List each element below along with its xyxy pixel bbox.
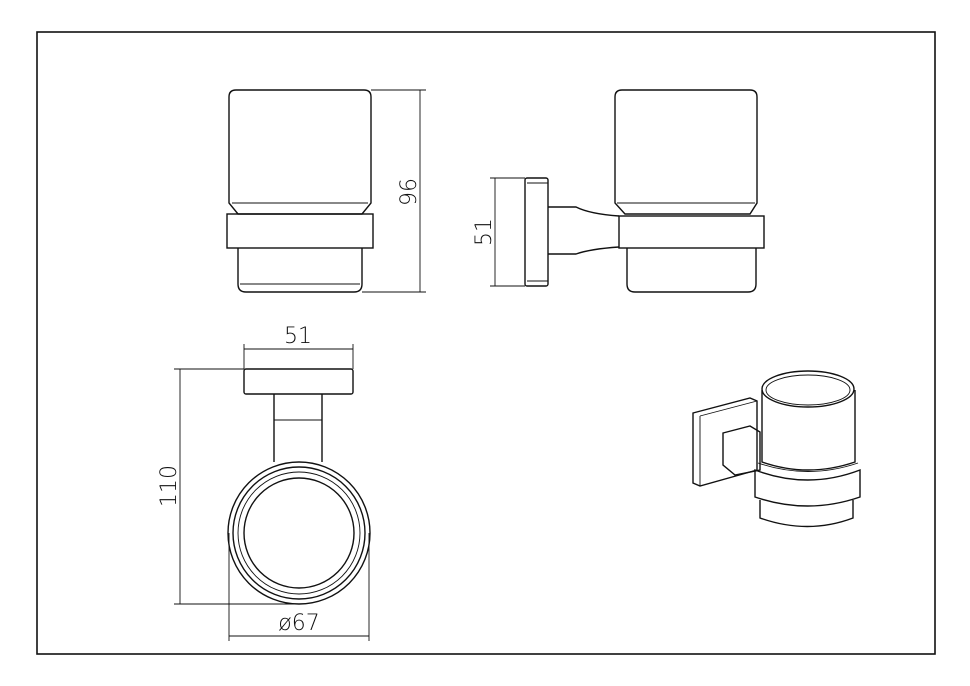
dim-plate-51-side: 51 bbox=[472, 218, 497, 246]
dim-height-96: 96 bbox=[397, 178, 422, 206]
side-view: 51 bbox=[472, 89, 765, 293]
dim-depth-110: 110 bbox=[157, 465, 182, 507]
dim-diameter-67: ø67 bbox=[278, 611, 319, 636]
top-view: 51 110 ø67 bbox=[157, 324, 371, 641]
isometric-view bbox=[692, 370, 861, 528]
dim-plate-51-top: 51 bbox=[284, 324, 312, 349]
drawing-border bbox=[36, 31, 936, 655]
front-view: 96 bbox=[226, 89, 426, 293]
